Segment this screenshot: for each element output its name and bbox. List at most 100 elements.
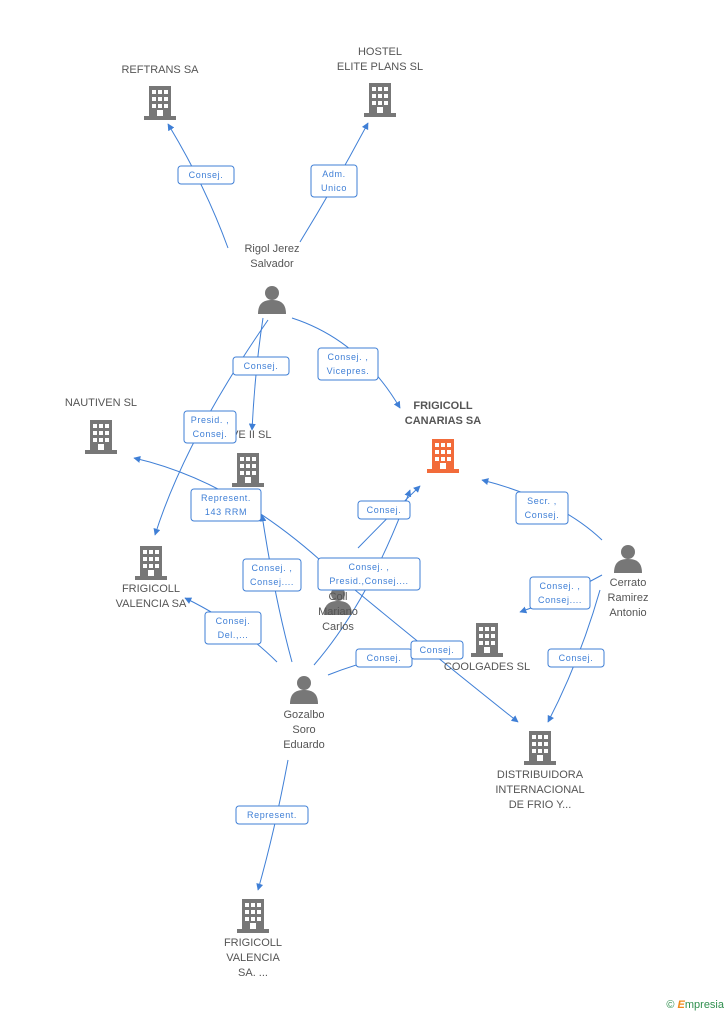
edge-label-text: Consej. xyxy=(189,170,224,180)
node-label: SA. ... xyxy=(238,967,268,979)
edge-label-box xyxy=(529,576,591,610)
edge-label-e7[interactable]: Consej. xyxy=(357,500,411,520)
edge-label-text: Represent. xyxy=(247,810,297,820)
edge-line-e1 xyxy=(167,123,229,249)
node-label: Eduardo xyxy=(283,739,325,751)
edge-label-box xyxy=(183,410,237,444)
edge-label-text: Del.,... xyxy=(218,630,249,640)
node-label: Rigol Jerez xyxy=(244,243,299,255)
node-label: FRIGICOLL xyxy=(122,583,180,595)
edge-label-text: Consej. xyxy=(559,653,594,663)
node-nautiven[interactable]: NAUTIVEN SL xyxy=(65,397,137,454)
edge-line-e16 xyxy=(256,759,289,891)
edge-label-e15[interactable]: Consej. xyxy=(547,648,605,668)
edge-label-text: Represent. xyxy=(201,493,251,503)
edge-label-box xyxy=(547,648,605,668)
edge-label-text: Presid. , xyxy=(191,415,229,425)
node-label: Coll xyxy=(329,591,348,603)
edge-label-box xyxy=(177,165,235,185)
edge-label-e4[interactable]: Consej. , Vicepres. xyxy=(317,347,379,381)
edge-label-text: Consej.... xyxy=(538,595,582,605)
node-label: HOSTEL xyxy=(358,46,402,58)
node-label: NAUTIVEN SL xyxy=(65,397,137,409)
node-label: VALENCIA xyxy=(226,952,280,964)
edge-label-box xyxy=(310,164,358,198)
company-building-icon xyxy=(524,731,556,765)
edge-label-text: Unico xyxy=(321,183,347,193)
edge-label-text: Consej. xyxy=(216,616,251,626)
edge-label-e5[interactable]: Presid. , Consej. xyxy=(183,410,237,444)
node-label: Mariano xyxy=(318,606,358,618)
node-label: Soro xyxy=(292,724,315,736)
edge-label-box xyxy=(317,557,421,591)
node-label: INTERNACIONAL xyxy=(495,784,584,796)
edge-label-e9[interactable]: Consej. , Consej.... xyxy=(529,576,591,610)
edge-label-e11[interactable]: Consej. , Consej.... xyxy=(242,558,302,592)
node-frigicoll_valencia2[interactable]: FRIGICOLL VALENCIA SA. ... xyxy=(224,899,282,979)
node-label: Salvador xyxy=(250,258,294,270)
node-label: FRIGICOLL xyxy=(413,400,473,412)
company-building-icon xyxy=(364,83,396,117)
node-label: FRIGICOLL xyxy=(224,937,282,949)
main-company-building-icon xyxy=(427,439,459,473)
edge-label-text: Consej. , xyxy=(540,581,581,591)
node-distribuidora[interactable]: DISTRIBUIDORA INTERNACIONAL DE FRIO Y... xyxy=(495,731,585,811)
edge-label-box xyxy=(515,491,569,525)
empresia-logo[interactable]: © Empresia xyxy=(666,999,724,1011)
edge-label-e16[interactable]: Represent. xyxy=(235,805,309,825)
company-building-icon xyxy=(135,546,167,580)
node-label: REFTRANS SA xyxy=(121,64,199,76)
node-label: DE FRIO Y... xyxy=(509,799,572,811)
brand-initial: E xyxy=(677,999,685,1011)
edge-label-text: Consej. xyxy=(367,653,402,663)
node-label: Antonio xyxy=(609,607,646,619)
edge-label-text: 143 RRM xyxy=(205,507,247,517)
edge-label-text: Consej.... xyxy=(250,577,294,587)
edge-label-text: Vicepres. xyxy=(327,366,370,376)
edge-label-text: Consej. xyxy=(525,510,560,520)
edge-label-e1[interactable]: Consej. xyxy=(177,165,235,185)
person-icon xyxy=(614,545,642,573)
company-building-icon xyxy=(144,86,176,120)
edge-label-e13[interactable]: Consej. xyxy=(355,648,413,668)
edge-label-text: Secr. , xyxy=(527,496,557,506)
edge-label-e14[interactable]: Consej. xyxy=(410,640,464,660)
edge-label-e6[interactable]: Represent. 143 RRM xyxy=(190,488,262,522)
node-coolgades[interactable]: COOLGADES SL xyxy=(444,623,530,673)
edge-label-e2[interactable]: Adm.Unico xyxy=(310,164,358,198)
node-label: DISTRIBUIDORA xyxy=(497,769,584,781)
edge-label-e3[interactable]: Consej. xyxy=(232,356,290,376)
company-building-icon xyxy=(232,453,264,487)
edge-line-e11 xyxy=(259,514,293,663)
company-building-icon xyxy=(237,899,269,933)
edge-label-box xyxy=(235,805,309,825)
brand-name: mpresia xyxy=(684,999,724,1011)
edge-label-text: Consej. xyxy=(193,429,228,439)
edge-label-text: Consej. , xyxy=(349,562,390,572)
node-label: Ramirez xyxy=(608,592,649,604)
edge-label-e12[interactable]: Consej. Del.,... xyxy=(204,611,262,645)
edge-label-text: Consej. xyxy=(244,361,279,371)
edge-label-e8[interactable]: Secr. , Consej. xyxy=(515,491,569,525)
node-frigicoll_valencia[interactable]: FRIGICOLL VALENCIA SA xyxy=(116,546,187,610)
node-label: Carlos xyxy=(322,621,354,633)
edge-label-e10[interactable]: Consej. ,Presid.,Consej.... xyxy=(317,557,421,591)
edge-label-text: Consej. , xyxy=(252,563,293,573)
node-reftrans[interactable]: REFTRANS SA xyxy=(121,64,199,120)
edge-label-box xyxy=(242,558,302,592)
edge-label-text: Consej. xyxy=(367,505,402,515)
edge-label-text: Consej. , xyxy=(328,352,369,362)
person-icon xyxy=(258,286,286,314)
edge-label-box xyxy=(204,611,262,645)
node-label: Gozalbo xyxy=(284,709,325,721)
node-label: VALENCIA SA xyxy=(116,598,187,610)
